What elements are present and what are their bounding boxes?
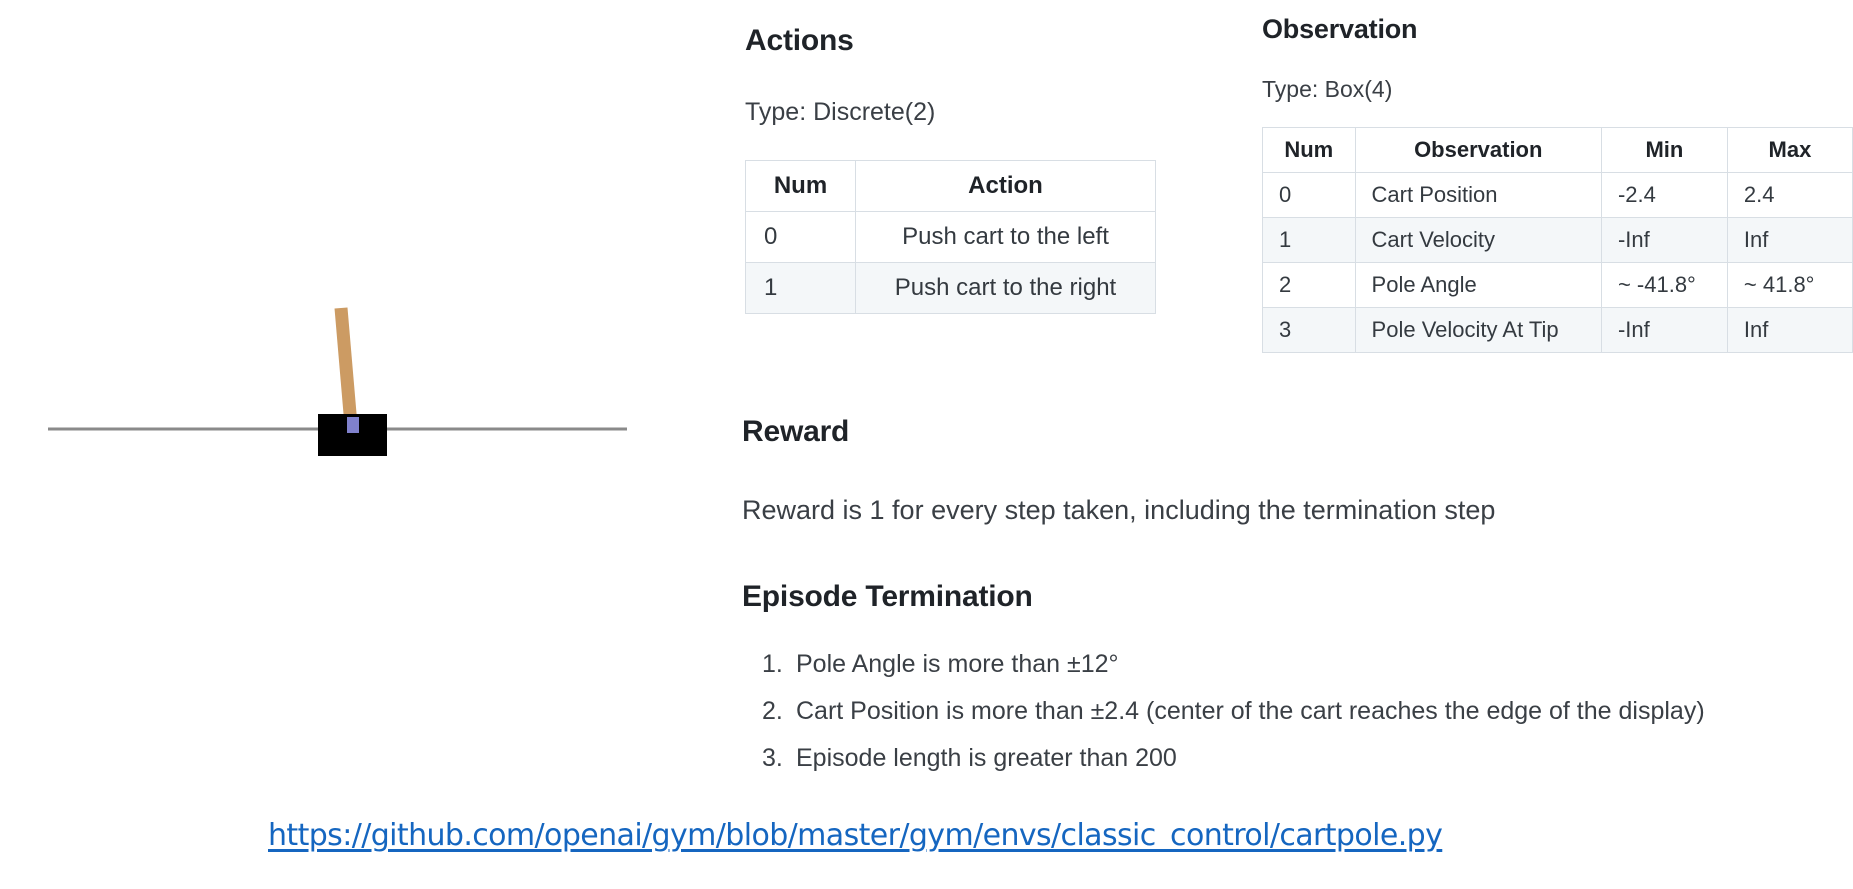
actions-cell-action-0: Push cart to the left <box>855 211 1156 263</box>
observation-cell-num-2: 2 <box>1262 262 1356 308</box>
observation-cell-min-2: ~ -41.8° <box>1600 262 1728 308</box>
table-header-row: Num Observation Min Max <box>1262 127 1853 173</box>
table-row: 0 Cart Position -2.4 2.4 <box>1262 172 1853 218</box>
termination-item-num-3: 3. <box>762 744 783 772</box>
termination-list-wrap: 1. Pole Angle is more than ±12° 2. Cart Po… <box>762 650 1705 791</box>
table-row: 3 Pole Velocity At Tip -Inf Inf <box>1262 307 1853 353</box>
cart-axle <box>347 417 359 433</box>
list-item: 2. Cart Position is more than ±2.4 (cente… <box>762 697 1705 726</box>
reward-text-wrap: Reward is 1 for every step taken, includ… <box>742 495 1495 526</box>
termination-item-num-1: 1. <box>762 650 783 678</box>
termination-item-text-1: Pole Angle is more than ±12° <box>796 650 1119 678</box>
actions-type-wrap: Type: Discrete(2) <box>745 98 935 127</box>
actions-heading: Actions <box>745 24 854 57</box>
observation-cell-min-3: -Inf <box>1600 307 1728 353</box>
reward-description: Reward is 1 for every step taken, includ… <box>742 495 1496 525</box>
table-header-row: Num Action <box>745 160 1156 212</box>
actions-cell-num-1: 1 <box>745 262 856 314</box>
observation-cell-max-1: Inf <box>1726 217 1853 263</box>
termination-heading-wrap: Episode Termination <box>742 580 1033 614</box>
observation-cell-num-1: 1 <box>1262 217 1356 263</box>
termination-item-text-3: Episode length is greater than 200 <box>796 744 1177 772</box>
observation-header-observation: Observation <box>1354 127 1602 173</box>
actions-cell-action-1: Push cart to the right <box>855 262 1156 314</box>
observation-table: Num Observation Min Max 0 Cart Position … <box>1262 127 1853 353</box>
observation-cell-num-3: 3 <box>1262 307 1356 353</box>
observation-table-wrap: Num Observation Min Max 0 Cart Position … <box>1262 127 1853 353</box>
source-url-link[interactable]: https://github.com/openai/gym/blob/maste… <box>268 818 1443 853</box>
observation-cell-num-0: 0 <box>1262 172 1356 218</box>
actions-type-label: Type: Discrete(2) <box>745 98 936 126</box>
observation-type-label: Type: Box(4) <box>1262 76 1393 102</box>
observation-table-body: 0 Cart Position -2.4 2.4 1 Cart Velocity… <box>1262 172 1853 353</box>
actions-table-head: Num Action <box>745 160 1156 212</box>
table-row: 0 Push cart to the left <box>745 211 1156 263</box>
actions-header-action: Action <box>855 160 1156 212</box>
observation-heading: Observation <box>1262 14 1418 44</box>
list-item: 1. Pole Angle is more than ±12° <box>762 650 1705 679</box>
observation-heading-wrap: Observation <box>1262 14 1418 45</box>
observation-cell-min-1: -Inf <box>1600 217 1728 263</box>
actions-heading-wrap: Actions <box>745 24 854 58</box>
termination-heading: Episode Termination <box>742 580 1033 613</box>
table-row: 1 Cart Velocity -Inf Inf <box>1262 217 1853 263</box>
reward-heading-wrap: Reward <box>742 415 849 449</box>
termination-list: 1. Pole Angle is more than ±12° 2. Cart Po… <box>762 650 1705 773</box>
observation-cell-max-3: Inf <box>1726 307 1853 353</box>
actions-table-body: 0 Push cart to the left 1 Push cart to t… <box>745 211 1156 314</box>
observation-cell-max-2: ~ 41.8° <box>1726 262 1853 308</box>
table-row: 1 Push cart to the right <box>745 262 1156 314</box>
observation-table-head: Num Observation Min Max <box>1262 127 1853 173</box>
actions-header-num: Num <box>745 160 856 212</box>
cartpole-svg <box>48 307 627 456</box>
termination-item-num-2: 2. <box>762 697 783 725</box>
observation-header-min: Min <box>1600 127 1728 173</box>
observation-type-wrap: Type: Box(4) <box>1262 76 1392 103</box>
reward-heading: Reward <box>742 415 850 448</box>
list-item: 3. Episode length is greater than 200 <box>762 744 1705 773</box>
observation-cell-max-0: 2.4 <box>1726 172 1853 218</box>
cartpole-illustration <box>0 0 700 800</box>
actions-cell-num-0: 0 <box>745 211 856 263</box>
actions-table-wrap: Num Action 0 Push cart to the left 1 Pus… <box>745 160 1156 314</box>
actions-table: Num Action 0 Push cart to the left 1 Pus… <box>745 160 1156 314</box>
observation-cell-obs-1: Cart Velocity <box>1354 217 1602 263</box>
observation-cell-obs-3: Pole Velocity At Tip <box>1354 307 1602 353</box>
observation-cell-min-0: -2.4 <box>1600 172 1728 218</box>
observation-header-num: Num <box>1262 127 1356 173</box>
observation-cell-obs-2: Pole Angle <box>1354 262 1602 308</box>
observation-cell-obs-0: Cart Position <box>1354 172 1602 218</box>
observation-header-max: Max <box>1726 127 1853 173</box>
table-row: 2 Pole Angle ~ -41.8° ~ 41.8° <box>1262 262 1853 308</box>
termination-item-text-2: Cart Position is more than ±2.4 (center … <box>796 697 1705 725</box>
